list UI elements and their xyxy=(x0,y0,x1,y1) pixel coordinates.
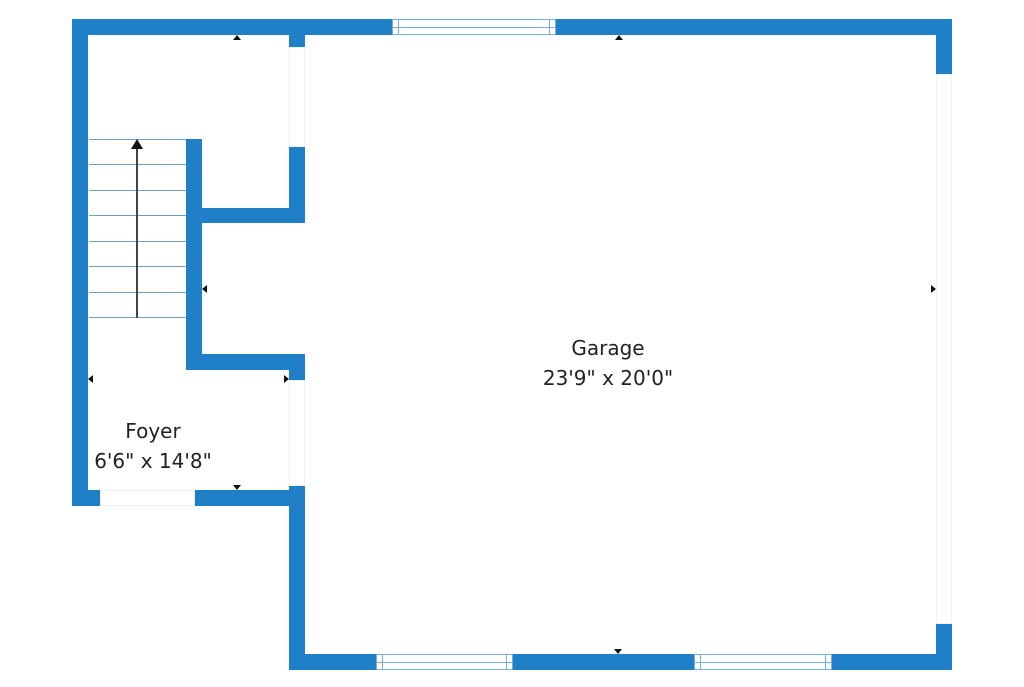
dimension-marker-icon xyxy=(615,35,623,40)
dimension-marker-icon xyxy=(284,375,289,383)
dimension-marker-icon xyxy=(202,285,207,293)
room-name: Garage xyxy=(571,336,645,360)
window-top xyxy=(392,19,556,35)
dimension-marker-icon xyxy=(931,285,936,293)
door-opening-garage xyxy=(289,380,305,486)
garage-door-opening xyxy=(936,74,952,624)
room-dimensions: 23'9" x 20'0" xyxy=(542,366,674,390)
wall-foyer-bottom-right xyxy=(195,490,305,506)
wall-closet-bottom xyxy=(186,354,305,370)
wall-garage-top-right xyxy=(556,19,952,35)
stair-direction-line xyxy=(136,146,138,318)
wall-garage-right-top xyxy=(936,19,952,74)
room-name: Foyer xyxy=(125,419,181,443)
opening-divider-upper xyxy=(289,47,305,147)
window-bottom-left xyxy=(376,654,513,670)
dimension-marker-icon xyxy=(233,485,241,490)
room-label-foyer: Foyer 6'6" x 14'8" xyxy=(73,416,233,476)
wall-closet-top xyxy=(186,208,305,223)
room-label-garage: Garage 23'9" x 20'0" xyxy=(508,333,708,393)
wall-garage-bottom-3 xyxy=(832,654,952,670)
wall-divider-closet xyxy=(289,147,305,223)
wall-divider-mid-stub xyxy=(289,354,305,380)
stair-up-arrow-icon xyxy=(131,139,143,149)
window-bottom-right xyxy=(694,654,832,670)
wall-stair-right xyxy=(186,139,202,370)
wall-foyer-bottom-left xyxy=(72,490,100,506)
wall-foyer-left xyxy=(72,19,88,506)
dimension-marker-icon xyxy=(233,35,241,40)
wall-garage-bottom-1 xyxy=(289,654,376,670)
door-opening-foyer xyxy=(100,490,195,506)
wall-garage-top-left xyxy=(289,19,392,35)
wall-garage-bottom-2 xyxy=(513,654,694,670)
dimension-marker-icon xyxy=(88,375,93,383)
wall-garage-left xyxy=(289,486,305,670)
dimension-marker-icon xyxy=(614,649,622,654)
wall-foyer-top xyxy=(72,19,305,35)
room-dimensions: 6'6" x 14'8" xyxy=(94,449,212,473)
